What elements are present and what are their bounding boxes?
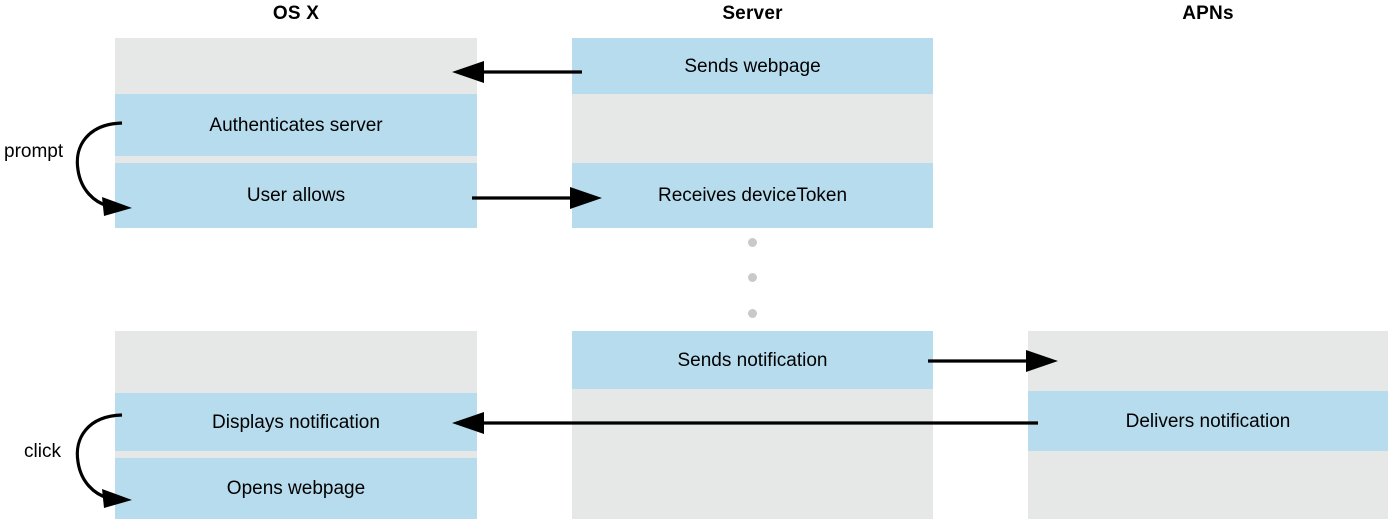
band-os-x-gap-2	[115, 451, 477, 458]
band-apns-idle-2	[1028, 451, 1388, 519]
ellipsis-dot	[748, 273, 757, 282]
band-label: Receives deviceToken	[657, 185, 848, 206]
band-apns-idle-1	[1028, 331, 1388, 391]
column-header-server: Server	[722, 3, 783, 24]
band-os-x-user-allows: User allows	[115, 163, 477, 228]
lane-os-x-notification: Displays notification Opens webpage	[115, 331, 477, 519]
band-apns-delivers-notification: Delivers notification	[1028, 391, 1388, 451]
annotation-label-click: click	[24, 441, 61, 462]
band-server-sends-webpage: Sends webpage	[572, 38, 933, 94]
lane-server-notification: Sends notification	[572, 331, 933, 519]
band-os-x-authenticates-server: Authenticates server	[115, 94, 477, 156]
band-label: Opens webpage	[226, 478, 366, 499]
band-label: Authenticates server	[209, 114, 383, 136]
band-os-x-gap-1	[115, 156, 477, 163]
band-os-x-opens-webpage: Opens webpage	[115, 458, 477, 519]
band-server-idle-2	[572, 389, 933, 519]
column-header-apns: APNs	[1182, 3, 1234, 24]
band-label: Sends webpage	[684, 55, 821, 77]
annotation-label-prompt: prompt	[4, 141, 64, 162]
band-server-receives-devicetoken: Receives deviceToken	[572, 163, 933, 228]
band-os-x-idle-2	[115, 331, 477, 393]
band-label: User allows	[246, 185, 346, 206]
band-os-x-idle-1	[115, 38, 477, 94]
band-label: Sends notification	[677, 349, 828, 371]
column-header-os-x: OS X	[272, 3, 320, 24]
ellipsis-dot	[748, 238, 757, 247]
band-server-sends-notification: Sends notification	[572, 331, 933, 389]
band-os-x-displays-notification: Displays notification	[115, 393, 477, 451]
ellipsis-dot	[748, 309, 757, 318]
lane-os-x-registration: Authenticates server User allows	[115, 38, 477, 228]
band-label: Delivers notification	[1125, 410, 1291, 432]
lane-apns-notification: Delivers notification	[1028, 331, 1388, 519]
band-label: Displays notification	[212, 411, 380, 433]
band-server-idle-1	[572, 94, 933, 163]
lane-server-registration: Sends webpage Receives deviceToken	[572, 38, 933, 228]
